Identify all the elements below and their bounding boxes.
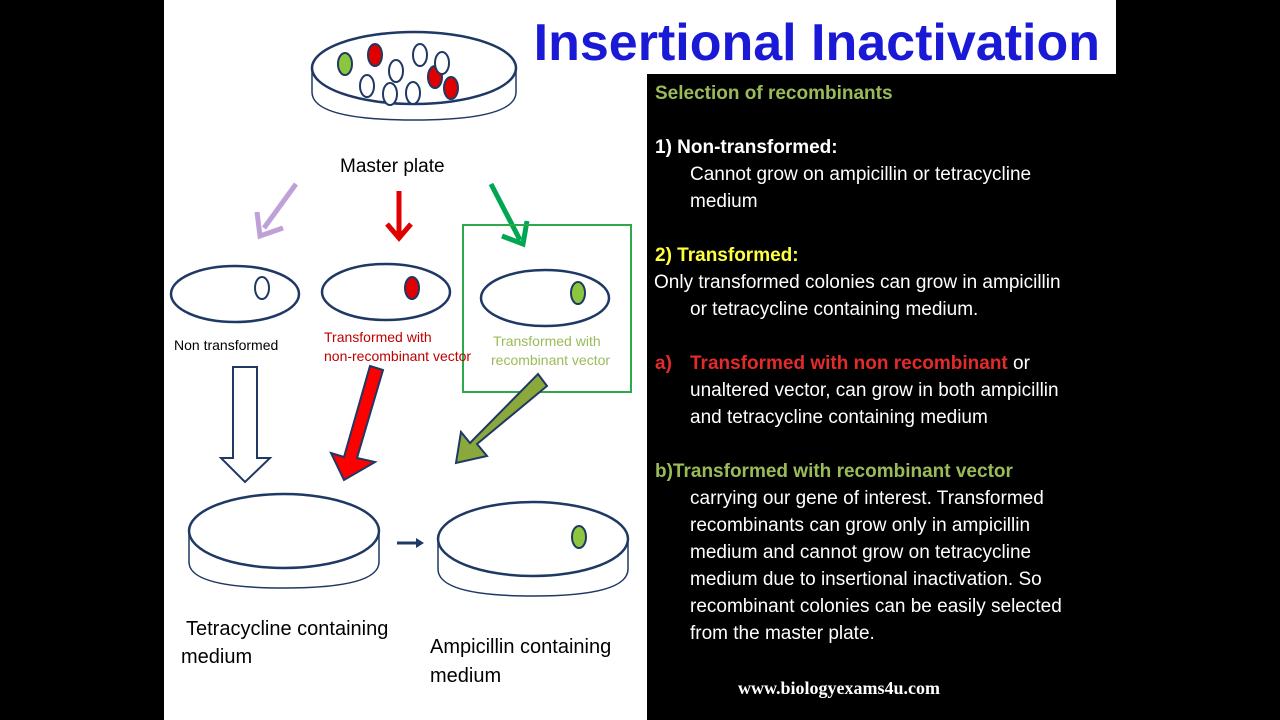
label-non-recombinant-1: Transformed with: [324, 329, 432, 345]
section-a-highlight: Transformed with non recombinant: [690, 353, 1008, 374]
section-2-line-1: Only transformed colonies can grow in am…: [654, 272, 1061, 293]
section-b-line-4: medium due to insertional inactivation. …: [690, 569, 1042, 590]
colony-red: [443, 76, 459, 100]
plate-non-recombinant: [320, 262, 452, 322]
section-b-line-2: recombinants can grow only in ampicillin: [690, 515, 1031, 536]
arrow-red: [385, 191, 413, 242]
colony-green: [337, 52, 353, 76]
recombinant-highlight-box: [462, 224, 632, 393]
text-heading: Selection of recombinants: [655, 83, 893, 104]
section-b-line-1: carrying our gene of interest. Transform…: [690, 488, 1044, 509]
section-1-line-1: Cannot grow on ampicillin or tetracyclin…: [690, 164, 1032, 185]
section-b-line-6: from the master plate.: [690, 623, 875, 644]
section-a-line-3: and tetracycline containing medium: [690, 407, 988, 428]
colony-white: [382, 82, 398, 106]
text-panel: Selection of recombinants 1) Non-transfo…: [654, 80, 1110, 647]
section-a-line-2: unaltered vector, can grow in both ampic…: [690, 380, 1059, 401]
plate-tetracycline: [187, 492, 381, 589]
colony-red: [367, 43, 383, 67]
colony-white: [405, 81, 421, 105]
colony-green: [570, 281, 586, 305]
section-2-title: 2) Transformed:: [655, 245, 799, 266]
colony-white: [412, 43, 428, 67]
section-b-title: b)Transformed with recombinant vector: [655, 461, 1013, 482]
title-bar: [647, 0, 1116, 74]
label-ampicillin-2: medium: [430, 665, 502, 687]
plate-recombinant: [479, 268, 611, 328]
label-recombinant-2: recombinant vector: [491, 352, 611, 368]
master-plate: [310, 30, 518, 121]
label-recombinant-1: Transformed with: [493, 333, 601, 349]
arrow-small-right: [397, 538, 424, 548]
section-2-line-2: or tetracycline containing medium.: [690, 299, 979, 320]
label-tetracycline-2: medium: [181, 646, 253, 668]
section-1-line-2: medium: [690, 191, 758, 212]
arrow-bright-green: [488, 182, 530, 248]
colony-white: [388, 59, 404, 83]
colony-white: [359, 74, 375, 98]
insertional-inactivation-diagram: [169, 30, 632, 597]
website-url: www.biologyexams4u.com: [738, 678, 940, 698]
section-b-line-5: recombinant colonies can be easily selec…: [690, 596, 1062, 617]
colony-red: [404, 276, 420, 300]
arrow-red-block: [329, 364, 385, 482]
plate-non-transformed: [169, 264, 301, 324]
section-1-title: 1) Non-transformed:: [655, 137, 838, 158]
section-a-line-1: a) Transformed with non recombinant or: [655, 350, 1110, 377]
slide: Insertional Inactivation: [164, 0, 1116, 720]
arrow-olive-block: [454, 372, 549, 465]
label-tetracycline-1: Tetracycline containing: [186, 618, 389, 640]
section-b-line-3: medium and cannot grow on tetracycline: [690, 542, 1032, 563]
label-master-plate: Master plate: [340, 156, 445, 177]
colony-green: [571, 525, 587, 549]
colony-white: [434, 51, 450, 75]
arrow-purple: [254, 182, 299, 240]
plate-ampicillin: [436, 500, 630, 597]
label-non-transformed: Non transformed: [174, 337, 279, 353]
label-ampicillin-1: Ampicillin containing: [430, 636, 612, 658]
slide-title: Insertional Inactivation: [533, 14, 1100, 72]
arrow-hollow-down: [218, 366, 273, 484]
section-a-rest: or: [1007, 353, 1030, 374]
colony-white: [254, 276, 270, 300]
label-non-recombinant-2: non-recombinant vector: [324, 348, 472, 364]
section-a-marker: a): [655, 353, 672, 374]
